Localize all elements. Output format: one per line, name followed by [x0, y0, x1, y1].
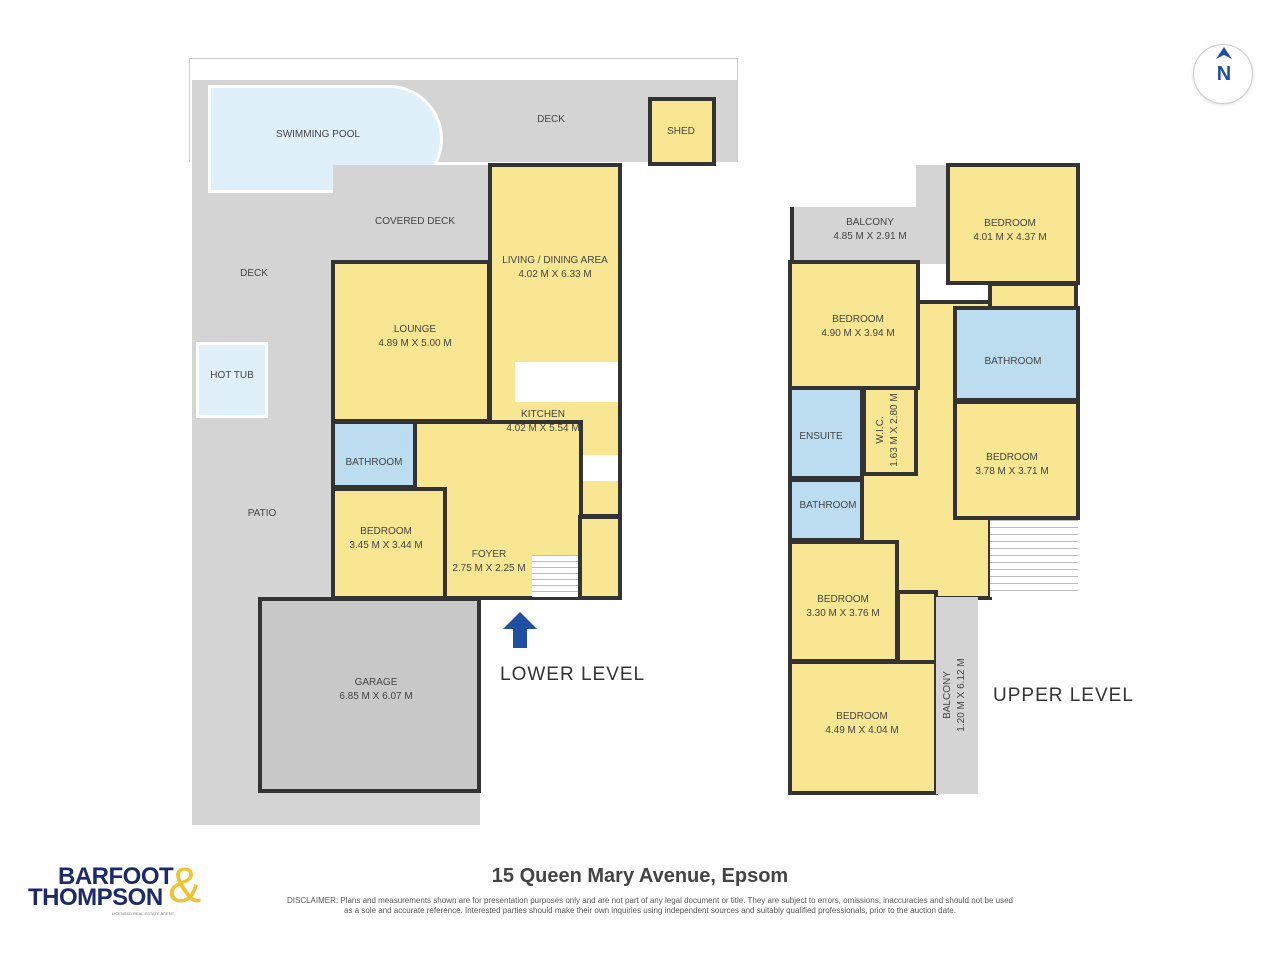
foyer-label: FOYER 2.75 M X 2.25 M [452, 548, 525, 576]
disclaimer-line: DISCLAIMER: Plans and measurements shown… [286, 896, 1014, 905]
bedroom-lower-label: BEDROOM 3.45 M X 3.44 M [349, 525, 422, 553]
room-size: 3.45 M X 3.44 M [349, 540, 423, 551]
stairs-upper [990, 520, 1078, 597]
balcony-upper-ext [916, 165, 948, 210]
bedroom-3-label: BEDROOM 3.78 M X 3.71 M [975, 451, 1048, 479]
room-name: BALCONY [942, 671, 953, 719]
bedroom-2-label: BEDROOM 4.90 M X 3.94 M [821, 313, 894, 341]
room-size: 4.02 M X 6.33 M [518, 269, 592, 280]
room-name: BEDROOM [360, 526, 412, 537]
patio-label: PATIO [247, 508, 277, 519]
room-name: BEDROOM [836, 711, 888, 722]
room-size: 4.49 M X 4.04 M [825, 725, 899, 736]
logo-line2: THOMPSON [28, 884, 163, 911]
balcony-upper-label: BALCONY 4.85 M X 2.91 M [833, 216, 906, 244]
room-size: 4.85 M X 2.91 M [833, 231, 907, 242]
bedroom-1-label: BEDROOM 4.01 M X 4.37 M [973, 217, 1046, 245]
bedroom-5 [788, 660, 938, 795]
kitchen-island [515, 362, 618, 402]
room-name: BEDROOM [986, 452, 1038, 463]
room-size: 2.75 M X 2.25 M [452, 563, 526, 574]
room-name: LIVING / DINING AREA [502, 255, 608, 266]
shed-label: SHED [667, 126, 695, 137]
company-logo: BARFOOT THOMPSON & LICENSED REAL ESTATE … [28, 860, 218, 918]
north-arrow-icon [1216, 47, 1232, 59]
walk-in-closet [862, 386, 918, 476]
shed [648, 97, 716, 166]
room-name: BEDROOM [832, 314, 884, 325]
bathroom-lower-label: BATHROOM [345, 457, 403, 468]
site-boundary [189, 58, 738, 162]
hot-tub-label: HOT TUB [210, 370, 254, 381]
disclaimer-line: as a sole and accurate reference. Intere… [344, 906, 956, 915]
garage [258, 597, 481, 793]
room-name: BALCONY [846, 217, 894, 228]
bedroom-4-label: BEDROOM 3.30 M X 3.76 M [806, 593, 879, 621]
logo-line1: BARFOOT [58, 863, 174, 890]
bathroom-upper-2-label: BATHROOM [799, 500, 857, 511]
covered-deck [333, 165, 490, 262]
room-size: 4.89 M X 5.00 M [378, 338, 452, 349]
bedroom-4 [788, 540, 899, 663]
upper-level-title: UPPER LEVEL [993, 685, 1134, 706]
hot-tub [196, 342, 268, 418]
stairs-lower [532, 555, 578, 597]
logo-ampersand: & [168, 857, 202, 913]
ensuite-label: ENSUITE [799, 431, 843, 442]
lower-level-title: LOWER LEVEL [500, 664, 646, 685]
lounge [331, 260, 491, 423]
bedroom-3 [953, 400, 1080, 520]
entrance-arrow-icon [503, 612, 537, 648]
room-size: 3.30 M X 3.76 M [806, 608, 880, 619]
room-size: 1.20 M X 6.12 M [956, 658, 967, 732]
balcony-side [936, 597, 978, 794]
disclaimer: DISCLAIMER: Plans and measurements shown… [240, 896, 1060, 916]
bathroom-lower [331, 420, 417, 489]
room-name: W.I.C. [875, 416, 886, 444]
room-name: GARAGE [354, 677, 398, 688]
bathroom-upper-1 [953, 306, 1080, 402]
covered-deck-label: COVERED DECK [374, 216, 456, 227]
deck-top-label: DECK [537, 114, 565, 125]
room-name: BEDROOM [817, 594, 869, 605]
room-size: 1.63 M X 2.80 M [889, 393, 900, 467]
room-size: 3.78 M X 3.71 M [975, 466, 1049, 477]
room-size: 6.85 M X 6.07 M [339, 691, 413, 702]
compass: N [1193, 44, 1253, 104]
room-name: FOYER [471, 549, 507, 560]
garage-label: GARAGE 6.85 M X 6.07 M [339, 676, 412, 704]
compass-label: N [1216, 63, 1232, 85]
room-size: 4.02 M X 5.54 M [506, 423, 580, 434]
bedroom-5-label: BEDROOM 4.49 M X 4.04 M [825, 710, 898, 738]
deck-left-label: DECK [240, 268, 268, 279]
living-label: LIVING / DINING AREA 4.02 M X 6.33 M [502, 254, 608, 282]
entry-closet [578, 515, 622, 600]
logo-tagline: LICENSED REAL ESTATE AGENT [112, 911, 175, 916]
room-size: 4.90 M X 3.94 M [821, 328, 895, 339]
balcony-upper [790, 207, 948, 264]
lounge-label: LOUNGE 4.89 M X 5.00 M [378, 323, 451, 351]
pool-label: SWIMMING POOL [276, 129, 360, 140]
wic-label: W.I.C.1.63 M X 2.80 M [874, 393, 902, 466]
kitchen-label: KITCHEN 4.02 M X 5.54 M [506, 408, 579, 436]
room-name: LOUNGE [393, 324, 437, 335]
room-size: 4.01 M X 4.37 M [973, 232, 1047, 243]
property-address: 15 Queen Mary Avenue, Epsom [491, 865, 789, 887]
room-name: KITCHEN [521, 409, 565, 420]
bathroom-upper-1-label: BATHROOM [984, 356, 1042, 367]
room-name: BEDROOM [984, 218, 1036, 229]
